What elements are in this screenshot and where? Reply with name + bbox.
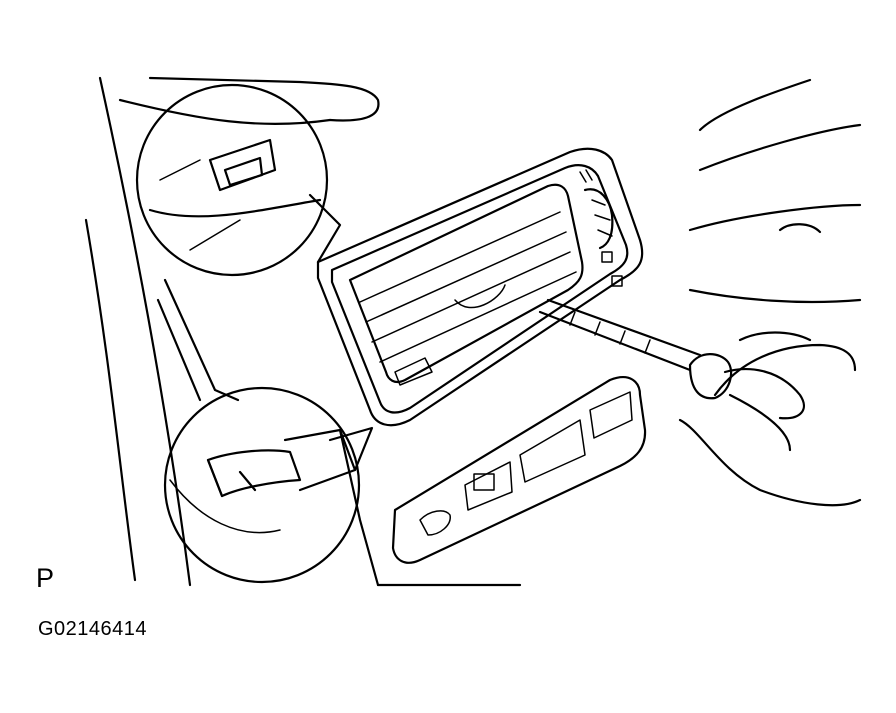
right-dashboard-lines: [688, 78, 862, 304]
dashboard-panel-lines: [84, 76, 522, 587]
hand: [678, 331, 862, 507]
view-code-label: P: [36, 563, 55, 593]
figure-id-label: G02146414: [38, 618, 148, 640]
detail-circle-lower: [163, 386, 374, 584]
air-vent-bezel: [316, 147, 644, 427]
switch-panel: [391, 376, 647, 564]
detail-circle-upper: [135, 83, 342, 277]
